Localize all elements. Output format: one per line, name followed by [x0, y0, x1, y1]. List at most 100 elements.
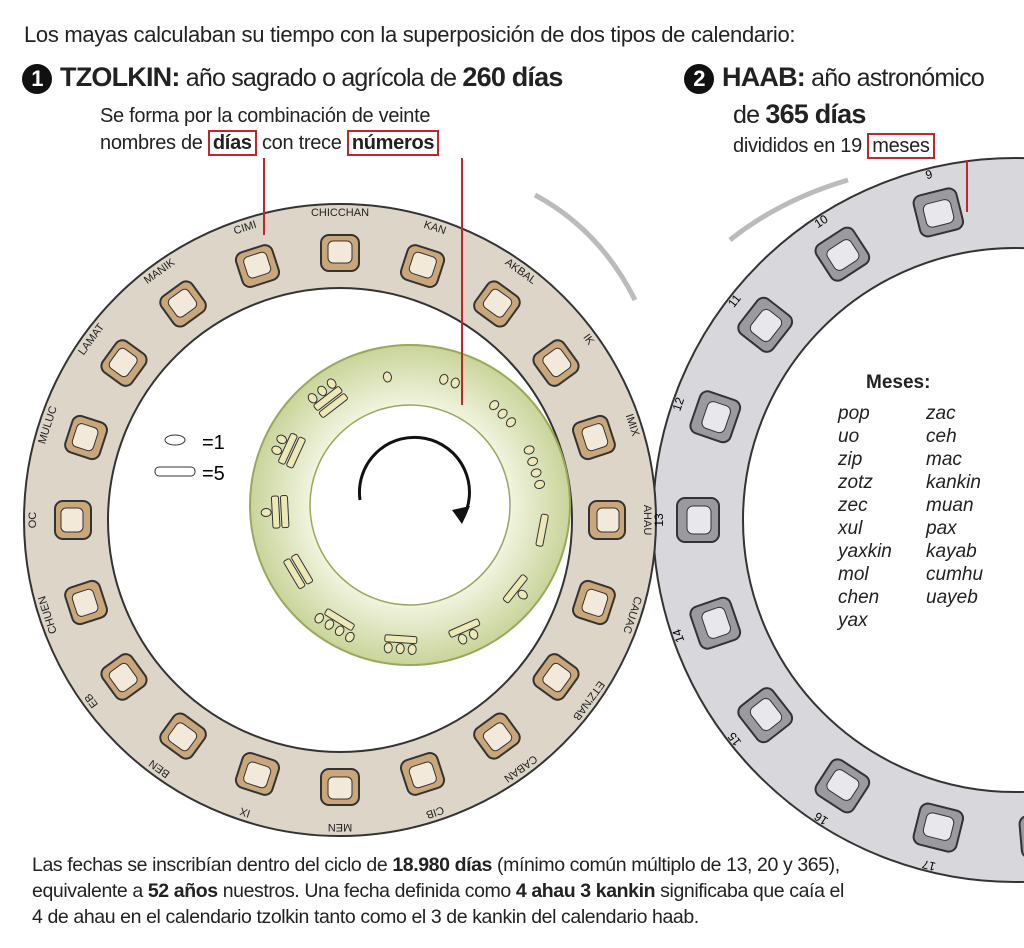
- mes-item: yax: [838, 610, 868, 631]
- mes-item: zac: [926, 403, 956, 424]
- day-name-label: AHAU: [641, 505, 653, 536]
- day-glyph: [159, 280, 207, 328]
- day-glyph: [159, 712, 207, 760]
- mes-item: zec: [838, 495, 868, 516]
- dias-box: días: [207, 130, 257, 156]
- day-name-label: OC: [27, 512, 39, 529]
- day-name-label: CIB: [424, 803, 445, 820]
- footer-b1: 18.980 días: [392, 854, 492, 876]
- number-badge-2: 2: [684, 64, 714, 95]
- day-name-label: IX: [238, 804, 252, 819]
- haab-heading-line2: de 365 días: [733, 99, 866, 130]
- day-glyph: [100, 339, 148, 387]
- meses-box: meses: [867, 133, 935, 159]
- number-glyph: [283, 553, 314, 589]
- mes-item: kayab: [926, 541, 977, 562]
- day-glyph: [473, 712, 521, 760]
- curved-arrow-2: [728, 177, 849, 242]
- day-glyph: [473, 280, 521, 328]
- month-glyph: [737, 687, 794, 744]
- number-glyph: [448, 618, 481, 645]
- haab-days: 365 días: [765, 99, 866, 129]
- legend-bar-icon: [154, 466, 196, 477]
- mes-item: pax: [926, 518, 957, 539]
- footer-p1: Las fechas se inscribían dentro del cicl…: [32, 854, 388, 876]
- mes-item: ceh: [926, 426, 957, 447]
- month-glyph: [689, 390, 742, 444]
- day-name-label: MEN: [328, 821, 353, 833]
- day-glyph: [320, 768, 360, 806]
- day-glyph: [588, 500, 626, 540]
- month-number: 13: [652, 513, 666, 527]
- month-glyph: [676, 497, 720, 543]
- month-glyph: [912, 802, 965, 853]
- tzolkin-desc: año sagrado o agrícola de: [185, 64, 457, 92]
- mes-item: kankin: [926, 472, 981, 493]
- footer-b3: 4 ahau 3 kankin: [515, 880, 656, 902]
- day-glyph: [64, 414, 108, 461]
- footer-b2: 52 años: [147, 880, 218, 902]
- mes-item: uayeb: [926, 587, 978, 608]
- rotation-arrow: [357, 435, 471, 521]
- numbers-ring-inner: [309, 404, 511, 606]
- month-number: 9: [924, 167, 934, 182]
- month-number: 12: [670, 395, 688, 412]
- footer-p5: significaba que caía el: [660, 880, 844, 902]
- month-glyph: [689, 596, 742, 650]
- number-glyph: [314, 608, 355, 643]
- mes-item: yaxkin: [838, 541, 892, 562]
- tzolkin-sub-line1: Se forma por la combinación de veinte: [100, 105, 431, 127]
- day-glyph: [320, 234, 360, 272]
- haab-heading: 2 HAAB: año astronómico: [684, 62, 985, 95]
- tzolkin-sub-mid: con trece: [261, 132, 342, 154]
- day-glyph: [399, 244, 446, 288]
- number-glyph: [489, 400, 517, 428]
- day-glyph: [54, 500, 92, 540]
- month-glyph: [814, 758, 871, 814]
- number-glyph: [439, 373, 460, 389]
- day-glyph: [234, 244, 281, 288]
- mes-item: uo: [838, 426, 860, 447]
- month-glyph: [814, 226, 871, 282]
- haab-name: HAAB:: [722, 62, 806, 92]
- mes-item: zotz: [838, 472, 873, 493]
- month-number: 17: [920, 857, 937, 874]
- mes-item: chen: [838, 587, 880, 608]
- number-glyph: [502, 574, 528, 604]
- number-glyph: [535, 513, 549, 547]
- footer-text: Las fechas se inscribían dentro del cicl…: [32, 852, 844, 930]
- mes-item: pop: [838, 403, 870, 424]
- number-badge-1: 1: [22, 64, 52, 95]
- tzolkin-days: 260 días: [462, 62, 563, 92]
- mes-item: cumhu: [926, 564, 984, 585]
- number-glyph: [382, 371, 392, 383]
- day-glyph: [532, 653, 580, 701]
- legend-bar-label: =5: [202, 463, 225, 485]
- mes-item: mac: [926, 449, 962, 470]
- day-glyph: [572, 579, 616, 626]
- mes-item: xul: [838, 518, 863, 539]
- day-glyph: [532, 339, 580, 387]
- tzolkin-subtitle: Se forma por la combinación de veinte no…: [100, 103, 440, 157]
- day-glyph: [100, 653, 148, 701]
- legend-dot-icon: [164, 434, 186, 446]
- day-glyph: [234, 752, 281, 796]
- tzolkin-sub-pre: nombres de: [100, 132, 203, 154]
- haab-desc: año astronómico: [811, 64, 985, 92]
- number-glyph: [523, 445, 546, 490]
- tzolkin-name: TZOLKIN:: [60, 62, 180, 92]
- mes-item: zip: [838, 449, 863, 470]
- day-glyph: [399, 752, 446, 796]
- haab-pre: de: [733, 101, 760, 129]
- mes-item: muan: [926, 495, 974, 516]
- day-glyph: [64, 579, 108, 626]
- month-glyph: [912, 187, 965, 238]
- legend-dot-label: =1: [202, 432, 225, 454]
- number-glyph: [271, 432, 306, 469]
- main-title: Los mayas calculaban su tiempo con la su…: [24, 22, 796, 47]
- curved-arrow-1: [533, 192, 638, 302]
- numeros-box: números: [346, 130, 440, 156]
